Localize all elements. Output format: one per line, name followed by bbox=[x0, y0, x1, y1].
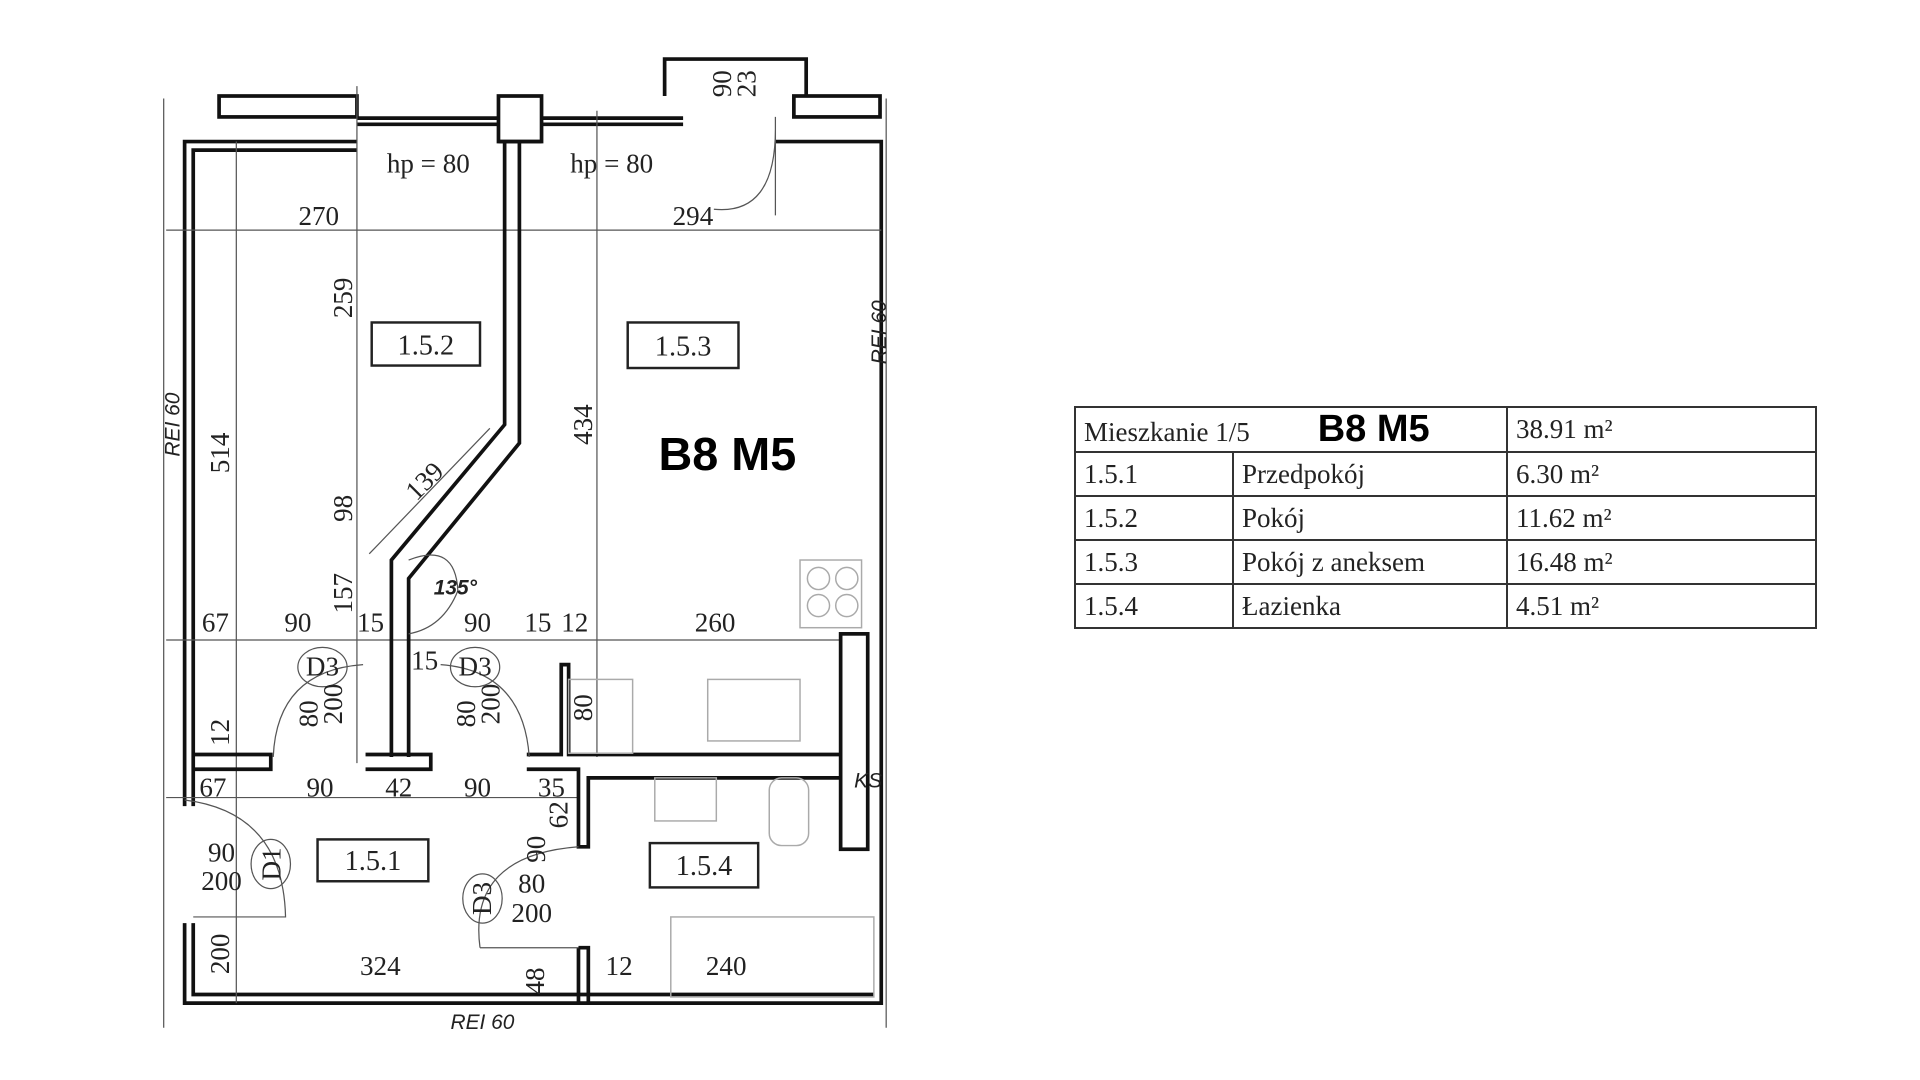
room-name: Przedpokój bbox=[1232, 451, 1508, 497]
dim: 200 bbox=[511, 898, 552, 928]
door-tag: D1 bbox=[257, 847, 287, 880]
room-id: 1.5.1 bbox=[1074, 451, 1234, 497]
dim: 67 bbox=[199, 772, 226, 802]
room-label-1-5-2: 1.5.2 bbox=[398, 330, 455, 361]
room-id: 1.5.4 bbox=[1074, 583, 1234, 629]
shower-icon bbox=[670, 916, 875, 998]
room-name: Pokój bbox=[1232, 495, 1508, 541]
dim: 90 bbox=[464, 772, 491, 802]
apartment-label: Mieszkanie 1/5 bbox=[1084, 417, 1250, 447]
room-id: 1.5.2 bbox=[1074, 495, 1234, 541]
dim: 90 bbox=[306, 772, 333, 802]
dim: 23 bbox=[732, 70, 762, 97]
room-name: Pokój z aneksem bbox=[1232, 539, 1508, 585]
dim: 15 bbox=[411, 646, 438, 676]
dim: 200 bbox=[318, 684, 348, 725]
apartment-badge: B8 M5 bbox=[1317, 408, 1430, 450]
dim: 157 bbox=[328, 573, 358, 614]
fire-rating-label: REI 60 bbox=[451, 1011, 515, 1034]
dim: 294 bbox=[673, 201, 714, 231]
sink-icon bbox=[706, 678, 801, 742]
apartment-badge: B8 M5 bbox=[659, 428, 797, 480]
dim: 270 bbox=[298, 201, 339, 231]
door-tag: D3 bbox=[467, 882, 497, 915]
room-area: 16.48 m² bbox=[1506, 539, 1817, 585]
room-label-1-5-1: 1.5.1 bbox=[345, 846, 402, 877]
toilet-icon bbox=[768, 777, 810, 847]
dim: 259 bbox=[328, 278, 358, 319]
washbasin-icon bbox=[654, 777, 718, 822]
ks-label: KS bbox=[854, 770, 882, 793]
dim: 12 bbox=[561, 607, 588, 637]
total-area: 38.91 m² bbox=[1506, 406, 1817, 453]
door-tag: D3 bbox=[306, 652, 339, 682]
dim: 80 bbox=[568, 694, 598, 721]
dim: 90 bbox=[521, 836, 551, 863]
dim: 200 bbox=[205, 934, 235, 975]
dim: 200 bbox=[476, 684, 506, 725]
stove-icon bbox=[799, 559, 863, 629]
dim: 260 bbox=[695, 607, 736, 637]
apartment-cell: Mieszkanie 1/5 B8 M5 bbox=[1074, 406, 1508, 453]
dim: 80 bbox=[518, 868, 545, 898]
dim: 15 bbox=[357, 607, 384, 637]
dim: 48 bbox=[520, 967, 550, 994]
dim: 42 bbox=[385, 772, 412, 802]
room-area: 11.62 m² bbox=[1506, 495, 1817, 541]
table-header-row: Mieszkanie 1/5 B8 M5 38.91 m² bbox=[1074, 406, 1817, 453]
door-tag: D3 bbox=[459, 652, 492, 682]
room-label-1-5-3: 1.5.3 bbox=[655, 332, 712, 363]
fixtures bbox=[567, 559, 875, 998]
dim: 200 bbox=[201, 866, 242, 896]
room-label-1-5-4: 1.5.4 bbox=[676, 851, 733, 882]
angle-label: 135° bbox=[434, 576, 478, 599]
dim: 80 bbox=[294, 700, 324, 727]
hp-label: hp = 80 bbox=[387, 148, 470, 178]
dim: 35 bbox=[538, 772, 565, 802]
dim: 12 bbox=[205, 719, 235, 746]
dim: 80 bbox=[451, 700, 481, 727]
dim: 12 bbox=[606, 951, 633, 981]
fire-rating-label: REI 60 bbox=[162, 392, 185, 456]
dim: 90 bbox=[707, 70, 737, 97]
dimension-lines bbox=[163, 86, 887, 1028]
dim: 15 bbox=[524, 607, 551, 637]
dim: 434 bbox=[568, 404, 598, 445]
room-name: Łazienka bbox=[1232, 583, 1508, 629]
room-area: 4.51 m² bbox=[1506, 583, 1817, 629]
dim: 90 bbox=[208, 838, 235, 868]
dim: 67 bbox=[202, 607, 229, 637]
dim: 324 bbox=[360, 951, 401, 981]
hp-label: hp = 80 bbox=[570, 148, 653, 178]
dim: 514 bbox=[205, 432, 235, 473]
room-area: 6.30 m² bbox=[1506, 451, 1817, 497]
fridge-icon bbox=[567, 678, 634, 754]
dim: 240 bbox=[706, 951, 747, 981]
interior-walls bbox=[193, 141, 870, 1004]
dimensions: hp = 80 hp = 80 270 294 259 514 434 139 … bbox=[162, 70, 891, 1034]
dim: 90 bbox=[464, 607, 491, 637]
dim: 90 bbox=[284, 607, 311, 637]
fire-rating-label: REI 60 bbox=[868, 300, 891, 364]
room-id: 1.5.3 bbox=[1074, 539, 1234, 585]
dim: 98 bbox=[328, 495, 358, 522]
dim: 62 bbox=[543, 801, 573, 828]
